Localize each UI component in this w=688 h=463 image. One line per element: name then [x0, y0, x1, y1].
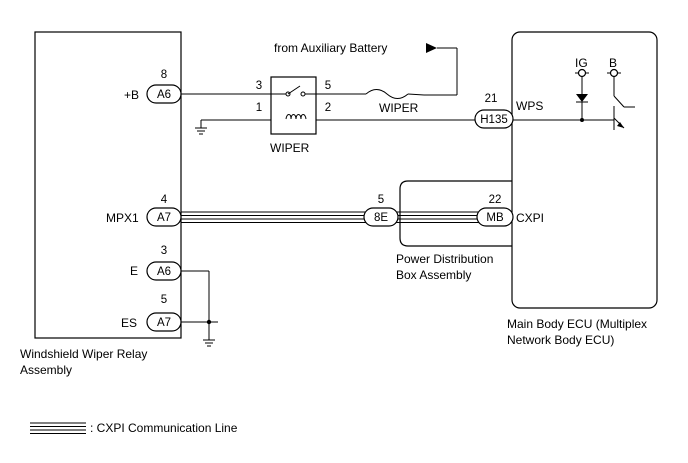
pin-a7-mpx: 4: [161, 194, 168, 206]
terminal-wps: WPS: [516, 99, 543, 113]
aux-battery-arrow-icon: [426, 43, 437, 53]
pin-a7-es: 5: [161, 294, 167, 306]
connector-mb-label: MB: [486, 212, 504, 224]
wire-fuse-to-aux: [407, 93, 425, 96]
b-terminal-icon: [607, 68, 621, 78]
connector-a7-es-label: A7: [157, 317, 171, 329]
wiper-relay-label: WIPER: [270, 141, 310, 155]
terminal-es: ES: [121, 316, 137, 330]
relay-coil-icon: [285, 114, 307, 120]
wiper-relay-assembly-box: [34, 31, 182, 339]
terminal-mpx1: MPX1: [106, 211, 139, 225]
aux-battery-label: from Auxiliary Battery: [274, 41, 387, 55]
relay-pin-3: 3: [256, 80, 262, 92]
ig-terminal-icon: [575, 68, 589, 78]
pin-h135: 21: [485, 93, 498, 105]
main-body-ecu-box: [511, 31, 658, 309]
legend-cxpi-line-icon: [30, 422, 86, 434]
connector-h135-label: H135: [480, 114, 508, 126]
pin-a6-e: 3: [161, 245, 167, 257]
cxpi-line: [181, 211, 480, 223]
connector-a6-top-label: A6: [157, 89, 171, 101]
wiper-relay-assembly-label-1: Windshield Wiper Relay: [20, 347, 147, 361]
wiper-fuse-label: WIPER: [379, 101, 419, 115]
connector-8e-label: 8E: [374, 212, 388, 224]
main-body-ecu-label-1: Main Body ECU (Multiplex: [507, 317, 647, 331]
pin-8e: 5: [378, 194, 384, 206]
connector-8e: [363, 207, 399, 227]
wiper-relay-assembly-label-2: Assembly: [20, 363, 72, 377]
connector-h135: [474, 109, 514, 129]
relay-switch-contact-right: [300, 91, 306, 97]
terminal-cxpi: CXPI: [516, 211, 544, 225]
wiper-fuse-icon: [365, 89, 409, 99]
relay-pin-1: 1: [256, 102, 262, 114]
relay-switch-blade: [287, 85, 301, 95]
power-distribution-box-label-1: Power Distribution: [396, 252, 493, 266]
connector-a6-e-label: A6: [157, 266, 171, 278]
connector-mb: [476, 207, 514, 227]
ground-icon-relay: [195, 127, 207, 135]
relay-pin-5: 5: [325, 80, 331, 92]
power-distribution-box-label-2: Box Assembly: [396, 268, 471, 282]
terminal-plus-b: +B: [124, 88, 139, 102]
connector-a7-mpx: [146, 207, 182, 227]
ground-icon-es: [203, 339, 215, 347]
wiper-relay-box: [270, 76, 317, 135]
transistor-icon: [613, 95, 635, 130]
legend-label: : CXPI Communication Line: [90, 421, 238, 435]
relay-pin-2: 2: [325, 102, 331, 114]
terminal-ig: IG: [575, 56, 588, 70]
terminal-b: B: [609, 56, 617, 70]
pin-a6-top: 8: [161, 69, 167, 81]
power-distribution-box: [399, 180, 512, 247]
main-body-ecu-label-2: Network Body ECU): [507, 333, 614, 347]
pin-mb: 22: [489, 194, 502, 206]
connector-a7-mpx-label: A7: [157, 212, 171, 224]
terminal-e: E: [130, 264, 138, 278]
diode-icon: [576, 94, 588, 102]
